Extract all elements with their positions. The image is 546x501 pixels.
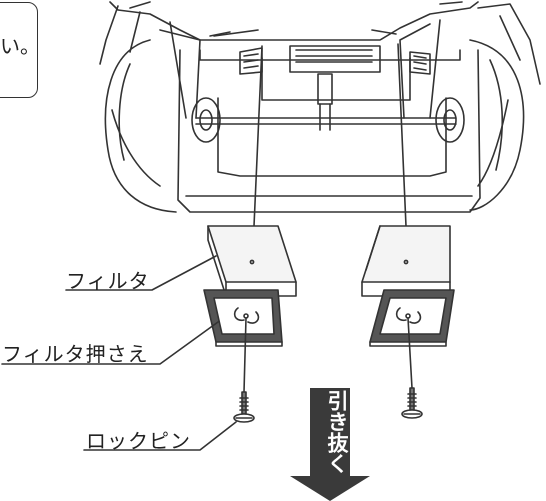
filter-retainer-left [203, 289, 283, 393]
label-filter-retainer: フィルタ押さえ [2, 342, 149, 366]
label-lock-pin: ロックピン [86, 429, 191, 453]
filter-retainer-right [369, 289, 455, 389]
label-filter: フィルタ [66, 269, 150, 293]
arrow-label: 引き抜く [325, 390, 349, 474]
filter-left [207, 225, 297, 297]
callout-text: い。 [0, 34, 40, 58]
lock-pin-right [401, 387, 423, 419]
leader-lock-pin [83, 421, 237, 451]
lock-pin-left [233, 391, 255, 423]
leader-filter [65, 255, 217, 291]
leader-filter-retainer [1, 321, 219, 365]
machine-body [99, 1, 541, 213]
filter-right [361, 225, 451, 297]
pull-out-arrow [290, 388, 370, 501]
callout-box [0, 2, 38, 98]
